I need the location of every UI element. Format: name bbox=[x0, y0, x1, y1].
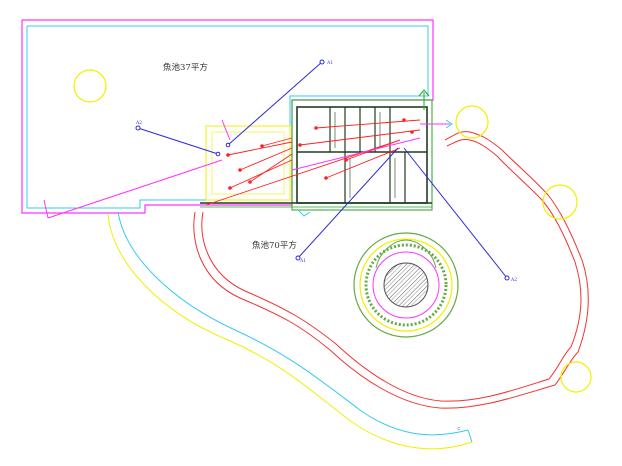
leader-end bbox=[319, 59, 325, 65]
gazebo-bench-ring bbox=[364, 243, 448, 327]
magenta-pipe-4 bbox=[291, 137, 421, 171]
leader-start bbox=[215, 151, 221, 157]
gazebo bbox=[353, 232, 459, 338]
large-pond-label: 魚池70平方 bbox=[252, 240, 297, 251]
planter-circle bbox=[73, 69, 107, 103]
node bbox=[226, 153, 230, 157]
node bbox=[260, 144, 264, 148]
node bbox=[344, 158, 348, 162]
drain-arrow-icon bbox=[297, 209, 311, 217]
node bbox=[402, 118, 406, 122]
blue-leaders bbox=[137, 61, 508, 279]
large-pond-inner-wall bbox=[201, 139, 582, 402]
red-pipe-6 bbox=[315, 119, 421, 129]
node bbox=[324, 176, 328, 180]
large-pond-water-line bbox=[117, 211, 469, 436]
leader-c bbox=[297, 147, 399, 259]
red-pipe-nodes bbox=[226, 118, 414, 190]
small-pond-label: 魚池37平方 bbox=[163, 62, 208, 73]
gazebo-arc-left bbox=[375, 239, 407, 269]
magenta-pipe-1 bbox=[47, 159, 223, 219]
leader-b bbox=[137, 127, 219, 155]
gazebo-inner-ring bbox=[372, 251, 440, 319]
gazebo-arc-right bbox=[405, 239, 437, 269]
gazebo-outer-ring bbox=[353, 232, 459, 338]
pipe-tag-b: A2 bbox=[135, 120, 142, 126]
pipe-tag-c: A1 bbox=[299, 258, 306, 264]
red-pipe-2 bbox=[239, 147, 293, 171]
node bbox=[298, 143, 302, 147]
leader-a bbox=[227, 61, 323, 146]
rock-circle-3 bbox=[560, 361, 592, 393]
red-pipe-1 bbox=[227, 141, 293, 156]
rock-circle-1 bbox=[455, 105, 489, 139]
node bbox=[314, 126, 318, 130]
path-end-marker bbox=[467, 429, 473, 443]
magenta-pipe-3 bbox=[221, 119, 231, 141]
leader-d bbox=[403, 147, 508, 279]
red-pipe-3 bbox=[249, 153, 293, 183]
gazebo-hatched-core bbox=[383, 262, 429, 308]
rock-circle-2 bbox=[542, 184, 578, 220]
flow-arrow-icon bbox=[445, 119, 453, 129]
vent-arrow-icon bbox=[418, 89, 430, 97]
leader-ends bbox=[135, 59, 510, 281]
leader-end bbox=[295, 255, 301, 261]
leader-start bbox=[225, 142, 231, 148]
pipe-tag-d: A2 bbox=[510, 277, 517, 283]
node bbox=[248, 180, 252, 184]
large-pond: ⊂ 魚池70平方 bbox=[107, 105, 592, 450]
path-end-tag: ⊂ bbox=[457, 427, 461, 432]
red-pipe-8 bbox=[325, 147, 401, 179]
pipe-tag-a: A1 bbox=[326, 60, 333, 66]
red-pipe-5 bbox=[229, 159, 293, 189]
node bbox=[228, 186, 232, 190]
red-pipe-4 bbox=[261, 137, 293, 147]
pump-house-outline bbox=[291, 99, 433, 211]
leader-end bbox=[504, 275, 510, 281]
pump-house bbox=[200, 89, 433, 211]
gazebo-path-ring bbox=[359, 238, 453, 332]
node bbox=[410, 130, 414, 134]
deck-outline bbox=[205, 125, 291, 201]
garden-path-edge bbox=[107, 213, 473, 450]
node bbox=[238, 168, 242, 172]
red-pipe-7 bbox=[299, 129, 421, 146]
leader-end bbox=[135, 125, 141, 131]
magenta-pipe-2 bbox=[43, 199, 49, 219]
magenta-pipes bbox=[43, 119, 450, 219]
